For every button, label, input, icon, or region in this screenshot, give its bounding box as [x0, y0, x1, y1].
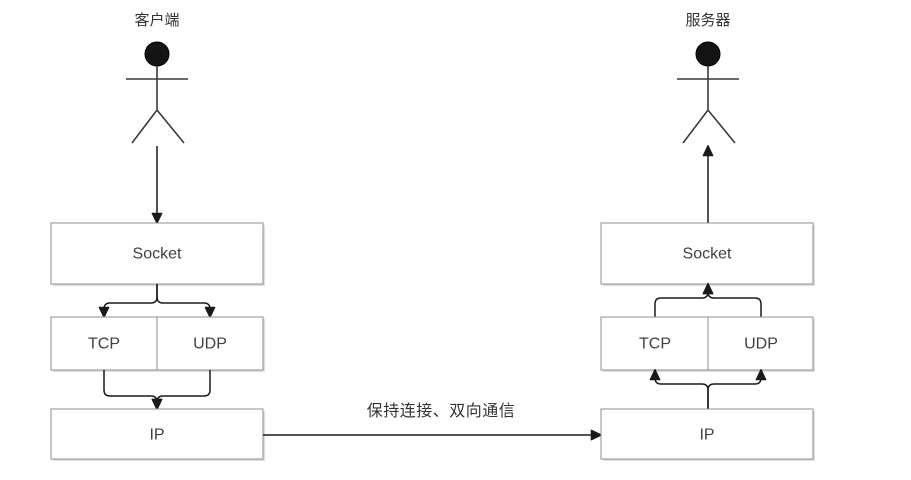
client-socket-to-udp-arrow — [156, 284, 216, 319]
client-actor: 客户端 — [126, 12, 188, 144]
server-udp-to-socket-arrow — [702, 282, 762, 317]
server-ip-to-udp-arrow — [707, 368, 767, 409]
client-ip-box: IP — [50, 408, 265, 461]
server-actor-label: 服务器 — [685, 12, 730, 29]
server-actor-body — [677, 66, 739, 144]
server-actor-head — [695, 41, 721, 67]
client-udp-label: UDP — [193, 336, 227, 353]
server-actor: 服务器 — [677, 12, 739, 144]
client-udp-to-ip-arrow — [151, 370, 211, 411]
client-actor-head — [144, 41, 170, 67]
server-udp-label: UDP — [744, 336, 778, 353]
server-socket-label: Socket — [683, 246, 732, 263]
connection-label: 保持连接、双向通信 — [367, 402, 516, 420]
server-ip-box: IP — [600, 408, 815, 461]
server-tcp-label: TCP — [639, 336, 671, 353]
client-ip-label: IP — [149, 427, 164, 444]
client-actor-body — [126, 66, 188, 144]
client-actor-label: 客户端 — [134, 12, 179, 29]
client-tcp-udp-box: TCP UDP — [50, 316, 265, 372]
client-socket-box: Socket — [50, 222, 265, 286]
client-socket-label: Socket — [133, 246, 182, 263]
server-ip-label: IP — [699, 427, 714, 444]
client-tcp-label: TCP — [88, 336, 120, 353]
server-tcp-udp-box: TCP UDP — [600, 316, 815, 372]
server-socket-box: Socket — [600, 222, 815, 286]
